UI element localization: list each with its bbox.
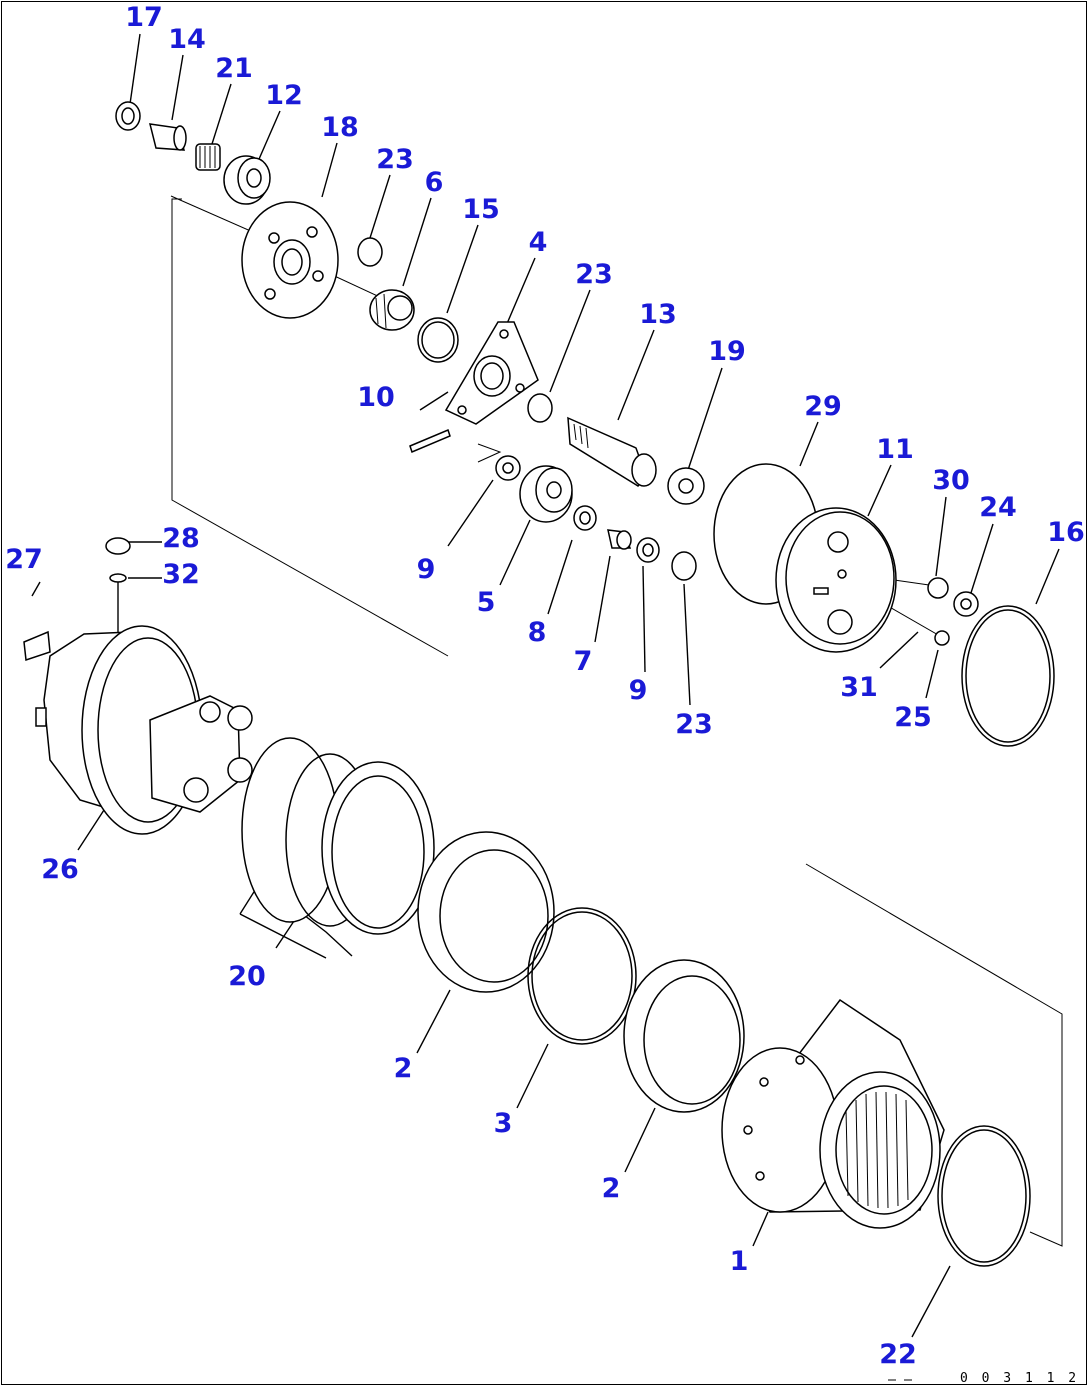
callout-1: 1 xyxy=(730,1246,749,1277)
part-21-needle-bearing xyxy=(195,143,221,171)
part-24-plug xyxy=(953,591,979,617)
callout-19: 19 xyxy=(708,336,746,367)
part-9-washer-lower xyxy=(636,537,660,563)
part-23-clip-upper xyxy=(357,237,383,267)
callout-20: 20 xyxy=(228,961,266,992)
part-2-floating-seal-upper xyxy=(417,831,555,993)
part-26-travel-motor xyxy=(35,625,253,835)
callout-9: 9 xyxy=(417,554,436,585)
leader-lines xyxy=(31,33,1060,1338)
callout-23: 23 xyxy=(575,259,613,290)
callout-3: 3 xyxy=(494,1108,513,1139)
part-30-plug xyxy=(927,577,949,599)
part-27-nameplate xyxy=(23,630,51,662)
callout-28: 28 xyxy=(162,523,200,554)
part-14-pin xyxy=(149,123,187,151)
callout-4: 4 xyxy=(529,227,548,258)
part-10-pin xyxy=(409,428,451,454)
callout-26: 26 xyxy=(41,854,79,885)
part-1-sprocket-hub xyxy=(721,998,945,1229)
callout-5: 5 xyxy=(477,587,496,618)
callout-2: 2 xyxy=(394,1053,413,1084)
part-28-plug xyxy=(105,537,131,555)
callout-18: 18 xyxy=(321,112,359,143)
callout-25: 25 xyxy=(894,702,932,733)
callout-31: 31 xyxy=(840,672,878,703)
part-2-floating-seal-lower xyxy=(623,959,745,1113)
part-8-needle-bearing xyxy=(573,505,597,531)
part-20-seal-set xyxy=(241,737,435,935)
part-9-washer-upper xyxy=(495,455,521,481)
part-7-pin xyxy=(607,529,632,550)
callout-14: 14 xyxy=(168,24,206,55)
part-5-gear xyxy=(519,465,573,523)
callout-30: 30 xyxy=(932,465,970,496)
part-17-ring xyxy=(115,101,141,131)
part-11-cover xyxy=(775,507,897,653)
callout-6: 6 xyxy=(425,167,444,198)
part-23-clip-middle xyxy=(527,393,553,423)
callout-2: 2 xyxy=(602,1173,621,1204)
callout-21: 21 xyxy=(215,53,253,84)
part-6-needle-bearing xyxy=(369,289,415,331)
callout-22: 22 xyxy=(879,1339,917,1370)
part-16-ring xyxy=(961,605,1055,747)
callout-13: 13 xyxy=(639,299,677,330)
part-3-o-ring xyxy=(527,907,637,1045)
callout-24: 24 xyxy=(979,492,1017,523)
part-32-o-ring xyxy=(109,573,127,583)
callout-10: 10 xyxy=(357,382,395,413)
callout-12: 12 xyxy=(265,80,303,111)
callout-7: 7 xyxy=(574,646,593,677)
part-18-carrier-plate xyxy=(241,201,339,319)
callout-15: 15 xyxy=(462,194,500,225)
part-23-clip-lower xyxy=(671,551,697,581)
part-13-shaft xyxy=(567,416,657,487)
callout-29: 29 xyxy=(804,391,842,422)
part-25-washer xyxy=(934,630,950,646)
callout-11: 11 xyxy=(876,434,914,465)
part-4-carrier xyxy=(444,321,539,425)
callout-23: 23 xyxy=(675,709,713,740)
part-15-ring xyxy=(417,317,459,363)
part-12-gear xyxy=(223,155,271,205)
callout-32: 32 xyxy=(162,559,200,590)
callout-16: 16 xyxy=(1047,517,1085,548)
callout-23: 23 xyxy=(376,144,414,175)
callout-8: 8 xyxy=(528,617,547,648)
callout-27: 27 xyxy=(5,544,43,575)
drawing-code: 0 0 3 1 1 2 7 3 xyxy=(960,1371,1090,1386)
part-19-thrust-washer xyxy=(667,467,705,505)
assembly-boundary-lines xyxy=(170,195,1063,1247)
callout-17: 17 xyxy=(125,2,163,33)
callout-9: 9 xyxy=(629,675,648,706)
part-22-snap-ring xyxy=(937,1125,1031,1267)
